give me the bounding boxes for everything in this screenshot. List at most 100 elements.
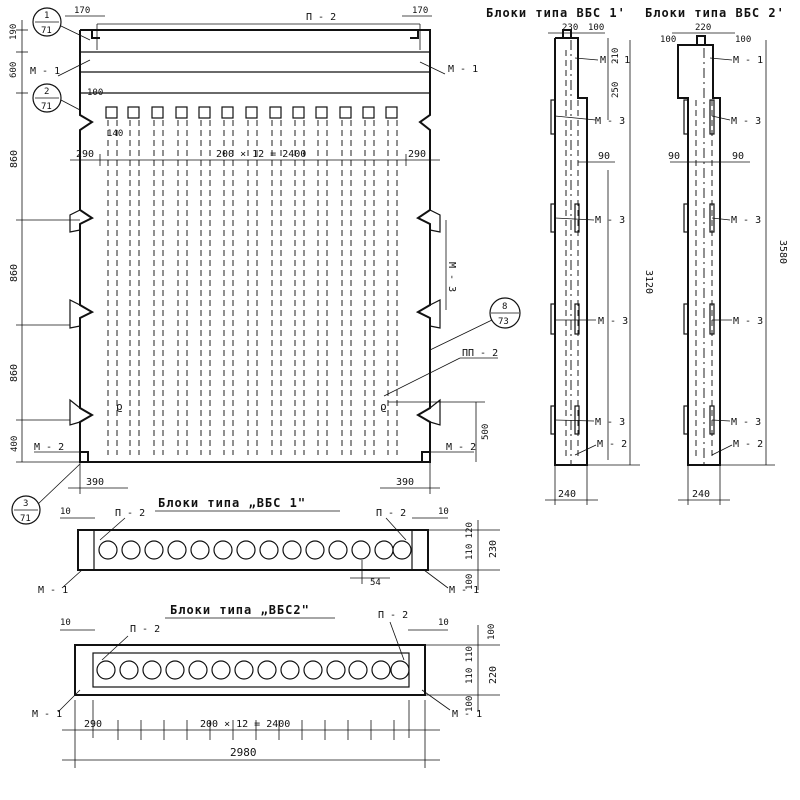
svg-text:71: 71 (41, 26, 52, 36)
dim-100-vbs1: 100 (588, 23, 604, 33)
plan2-dim-220: 220 (488, 666, 499, 684)
plan2-10-right: 10 (438, 618, 449, 628)
vbs2-label-m1: М - 1 (733, 55, 763, 66)
dim-290-right: 290 (408, 149, 426, 160)
label-m1-right: М - 1 (448, 64, 478, 75)
dim-left-860-b: 860 (9, 264, 20, 282)
plan1-p2-right: П - 2 (376, 508, 406, 519)
plan2-dim-290: 290 (84, 719, 102, 730)
title-vbs1: Блоки типа ВБС 1' (486, 6, 626, 20)
plan1-10-left: 10 (60, 507, 71, 517)
plan1-dim-230: 230 (488, 540, 499, 558)
vbs1-label-m2: М - 2 (597, 439, 627, 450)
vbs1-label-m3-b: М - 3 (595, 215, 625, 226)
plan2-m1-right: М - 1 (452, 709, 482, 720)
plan2-dim-100-bottom: 100 (465, 696, 475, 712)
vbs2-label-m3-d: М - 3 (731, 417, 761, 428)
title-plan-vbs1: Блоки типа „ВБС 1" (158, 496, 306, 510)
label-p2-top: П - 2 (306, 12, 336, 23)
dim-250: 250 (611, 82, 621, 98)
svg-text:1: 1 (44, 11, 49, 21)
vbs1-label-m3-d: М - 3 (595, 417, 625, 428)
dim-left-400: 400 (10, 436, 20, 452)
vbs2-label-m3-b: М - 3 (731, 215, 761, 226)
dim-230: 230 (562, 23, 578, 33)
side-view-vbs1: Блоки типа ВБС 1' 230 100 210 250 90 312… (486, 6, 654, 505)
plan2-p2-left: П - 2 (130, 624, 160, 635)
plan-vbs2-holes (96, 660, 410, 680)
hole-row (105, 106, 398, 119)
plan1-p2-left: П - 2 (115, 508, 145, 519)
label-m3-front: М - 3 (446, 262, 457, 292)
svg-text:71: 71 (20, 514, 31, 524)
dim-left-600: 600 (9, 62, 19, 78)
svg-text:3: 3 (23, 499, 28, 509)
callout-3-71: 3 71 (11, 463, 81, 525)
dim-390-left: 390 (86, 477, 104, 488)
plan2-p2-right: П - 2 (378, 610, 408, 621)
label-pp2: ПП - 2 (462, 348, 498, 359)
dim-left-860-a: 860 (9, 150, 20, 168)
label-m1-left: М - 1 (30, 66, 60, 77)
dim-220-vbs2: 220 (695, 23, 711, 33)
plan1-m1-right: М - 1 (449, 585, 479, 596)
callout-8-73: 8 73 (429, 297, 521, 351)
front-view: 190 600 860 860 860 400 170 170 П - 2 (9, 6, 521, 525)
label-m2-right: М - 2 (446, 442, 476, 453)
dim-100-small: 100 (87, 88, 103, 98)
svg-text:73: 73 (498, 317, 509, 327)
plan2-dim-2400: 200 × 12 = 2400 (200, 719, 290, 730)
hook-right: ϱ (380, 400, 387, 413)
dim-500: 500 (481, 424, 491, 440)
dim-100-vbs2-left: 100 (660, 35, 676, 45)
dim-140: 140 (107, 129, 123, 139)
plan-vbs1: Блоки типа „ВБС 1" П - 2 П - 2 10 10 М -… (38, 496, 500, 596)
dim-390-right: 390 (396, 477, 414, 488)
vbs2-label-m3-c: М - 3 (733, 316, 763, 327)
plan-vbs1-holes (98, 540, 412, 560)
plan1-dim-54: 54 (370, 578, 381, 588)
dim-row-2400: 200 × 12 = 2400 (216, 149, 306, 160)
dim-top-170-right: 170 (412, 6, 428, 16)
dim-90-vbs1: 90 (598, 151, 610, 162)
hook-left: ϱ (116, 400, 123, 413)
callout-2-71: 2 71 (32, 83, 81, 113)
plan1-dim-100: 100 (465, 574, 475, 590)
vbs1-label-m3-a: М - 3 (595, 116, 625, 127)
plan-vbs2: Блоки типа „ВБС2" П - 2 П - 2 10 10 М - … (32, 603, 500, 768)
plan2-dim-110-110: 110 110 (465, 646, 475, 684)
dim-top-170-left: 170 (74, 6, 90, 16)
vbs2-label-m2: М - 2 (733, 439, 763, 450)
vbs1-label-m3-c: М - 3 (598, 316, 628, 327)
title-plan-vbs2: Блоки типа „ВБС2" (170, 603, 310, 617)
dim-3580: 3580 (777, 240, 788, 264)
dim-3120: 3120 (643, 270, 654, 294)
svg-text:2: 2 (44, 87, 49, 97)
plan2-10-left: 10 (60, 618, 71, 628)
plan2-ticks (117, 720, 395, 740)
side-view-vbs2: Блоки типа ВБС 2' 100 220 100 90 90 3580… (645, 6, 788, 505)
dim-90-vbs2-left: 90 (668, 151, 680, 162)
dim-90-vbs2-right: 90 (732, 151, 744, 162)
dim-240-vbs2: 240 (692, 489, 710, 500)
plan2-m1-left: М - 1 (32, 709, 62, 720)
callout-1-71: 1 71 (32, 7, 91, 41)
label-m2-left: М - 2 (34, 442, 64, 453)
dim-290-left: 290 (76, 149, 94, 160)
plan1-dim-110-120: 110 120 (465, 522, 475, 560)
plan2-dim-100-top: 100 (487, 624, 497, 640)
svg-text:8: 8 (502, 302, 507, 312)
void-lines (107, 120, 398, 455)
vbs2-label-m3-a: М - 3 (731, 116, 761, 127)
dim-210: 210 (611, 48, 621, 64)
dim-left-860-c: 860 (9, 364, 20, 382)
plan2-dim-2980: 2980 (230, 746, 257, 759)
dim-240-vbs1: 240 (558, 489, 576, 500)
svg-text:71: 71 (41, 102, 52, 112)
plan1-m1-left: М - 1 (38, 585, 68, 596)
dim-left-190: 190 (9, 24, 19, 40)
vbs1-label-m1: М - 1 (600, 55, 630, 66)
plan1-10-right: 10 (438, 507, 449, 517)
dim-100-vbs2-right: 100 (735, 35, 751, 45)
